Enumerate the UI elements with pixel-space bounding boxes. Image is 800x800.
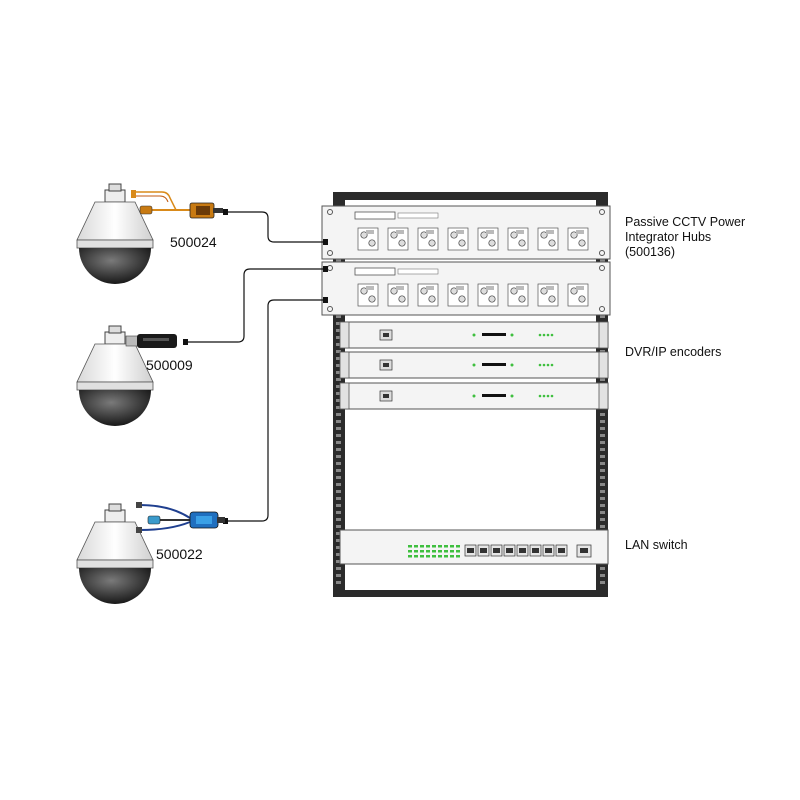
bnc-port-icon <box>567 227 589 251</box>
bnc-port-icon <box>447 283 469 307</box>
hubs-label-line1: Passive CCTV Power <box>625 215 745 229</box>
led-indicator-icon <box>538 363 542 367</box>
bnc-port-icon <box>417 227 439 251</box>
bnc-port-icon <box>507 227 529 251</box>
led-indicator-icon <box>542 394 546 398</box>
hubs-label-line2: Integrator Hubs <box>625 230 711 244</box>
bnc-port-icon <box>477 283 499 307</box>
bnc-port-icon <box>387 283 409 307</box>
led-indicator-icon <box>546 333 550 337</box>
bnc-port-icon <box>417 283 439 307</box>
dome-camera-icon <box>76 183 154 284</box>
bnc-port-icon <box>447 227 469 251</box>
led-indicator-icon <box>546 394 550 398</box>
part-number-label: 500009 <box>146 357 193 373</box>
led-indicator-icon <box>542 363 546 367</box>
switch-led-grid <box>408 545 460 558</box>
lan-switch <box>339 529 609 565</box>
bnc-port-icon <box>537 227 559 251</box>
hubs-label-line3: (500136) <box>625 245 675 259</box>
cable-connectors <box>183 209 328 524</box>
hub-panel-2 <box>321 261 611 316</box>
hub-panel-1 <box>321 205 611 260</box>
encoders-label: DVR/IP encoders <box>625 345 721 359</box>
bnc-port-icon <box>537 283 559 307</box>
bnc-connector-icon <box>125 334 177 348</box>
dvr-encoder-unit <box>339 321 609 349</box>
bnc-port-icon <box>357 227 379 251</box>
led-indicator-icon <box>538 333 542 337</box>
led-indicator-icon <box>550 394 554 398</box>
bnc-port-icon <box>387 227 409 251</box>
switch-port-row <box>464 544 568 557</box>
switch-label: LAN switch <box>625 538 688 552</box>
dome-camera-icon <box>76 503 154 604</box>
balun-adapter-icon <box>131 190 223 219</box>
led-indicator-icon <box>542 333 546 337</box>
dvr-encoder-stack <box>339 321 609 410</box>
bnc-port-icon <box>477 227 499 251</box>
dome-camera-icon <box>76 325 154 426</box>
dvr-encoder-unit <box>339 382 609 410</box>
led-indicator-icon <box>538 394 542 398</box>
cables <box>186 211 324 522</box>
bnc-port-icon <box>567 283 589 307</box>
led-indicator-icon <box>550 333 554 337</box>
led-indicator-icon <box>546 363 550 367</box>
part-number-label: 500024 <box>170 234 217 250</box>
bnc-port-icon <box>357 283 379 307</box>
balun-adapter-icon <box>136 502 225 533</box>
bnc-port-icon <box>507 283 529 307</box>
led-indicator-icon <box>550 363 554 367</box>
part-number-label: 500022 <box>156 546 203 562</box>
dvr-encoder-unit <box>339 351 609 379</box>
